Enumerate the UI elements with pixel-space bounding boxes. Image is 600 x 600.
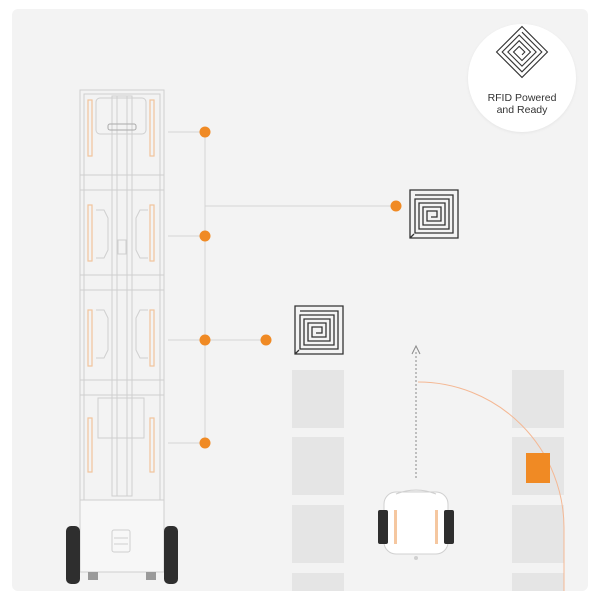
- tower-arm: [135, 209, 148, 259]
- connector-dots: [199, 126, 402, 449]
- tower-head-slot: [107, 123, 137, 131]
- tower-arm: [135, 309, 148, 359]
- badge-line-1: RFID Powered: [487, 92, 557, 104]
- robot-wheel-left: [378, 510, 388, 544]
- accent-bar: [87, 204, 93, 262]
- connector-dot: [260, 334, 272, 346]
- tower-base-panel: [111, 529, 131, 553]
- robot-accent-right: [435, 510, 438, 544]
- connector-dot: [390, 200, 402, 212]
- tower-inner-frame: [83, 93, 161, 507]
- tower-mast: [111, 95, 133, 497]
- shelf-block: [292, 573, 344, 591]
- connector-dot: [199, 437, 211, 449]
- tower-accent-bars: [87, 99, 155, 473]
- tower-head: [95, 97, 147, 135]
- badge-line-2: and Ready: [496, 104, 548, 116]
- shelf-column-right: [512, 370, 564, 591]
- tower-wheels: [66, 526, 178, 584]
- shelf-block: [512, 370, 564, 428]
- tower-robot: [79, 89, 165, 573]
- robot-accent-left: [394, 510, 397, 544]
- rfid-tag-icon: [495, 25, 549, 79]
- tagged-item: [526, 453, 550, 483]
- tower-caster: [146, 572, 156, 580]
- arrow-up-icon: [411, 344, 421, 355]
- shelf-block: [512, 573, 564, 591]
- tower-sensor: [117, 239, 127, 255]
- connector-lines: [168, 131, 396, 444]
- shelf-column-left: [292, 370, 344, 591]
- shelf-block: [512, 505, 564, 563]
- robot-body: [383, 491, 449, 555]
- accent-bar: [87, 309, 93, 367]
- shelf-block: [292, 370, 344, 428]
- shelf-block: [292, 505, 344, 563]
- rfid-tag-icon: [294, 305, 344, 355]
- robot-front: [395, 489, 437, 495]
- tower-caster: [88, 572, 98, 580]
- rfid-badge: RFID Powered and Ready: [468, 24, 576, 132]
- accent-bar: [149, 99, 155, 157]
- robot-top-view: [378, 489, 454, 560]
- connector-dot: [199, 230, 211, 242]
- tower-wheel-left: [66, 526, 80, 584]
- accent-bar: [149, 204, 155, 262]
- badge-caption: RFID Powered and Ready: [468, 92, 576, 116]
- accent-bar: [149, 309, 155, 367]
- accent-bar: [149, 417, 155, 473]
- robot-caster: [414, 556, 418, 560]
- connector-dot: [199, 126, 211, 138]
- tower-base: [79, 499, 165, 573]
- tower-arm: [96, 309, 109, 359]
- accent-bar: [87, 417, 93, 473]
- tower-arm: [96, 209, 109, 259]
- rfid-tag-icon: [409, 189, 459, 239]
- connector-dot: [199, 334, 211, 346]
- robot-wheel-right: [444, 510, 454, 544]
- shelf-block: [292, 437, 344, 495]
- scan-range-arc: [417, 381, 565, 591]
- tower-carriage: [97, 397, 145, 439]
- tower-wheel-right: [164, 526, 178, 584]
- accent-bar: [87, 99, 93, 157]
